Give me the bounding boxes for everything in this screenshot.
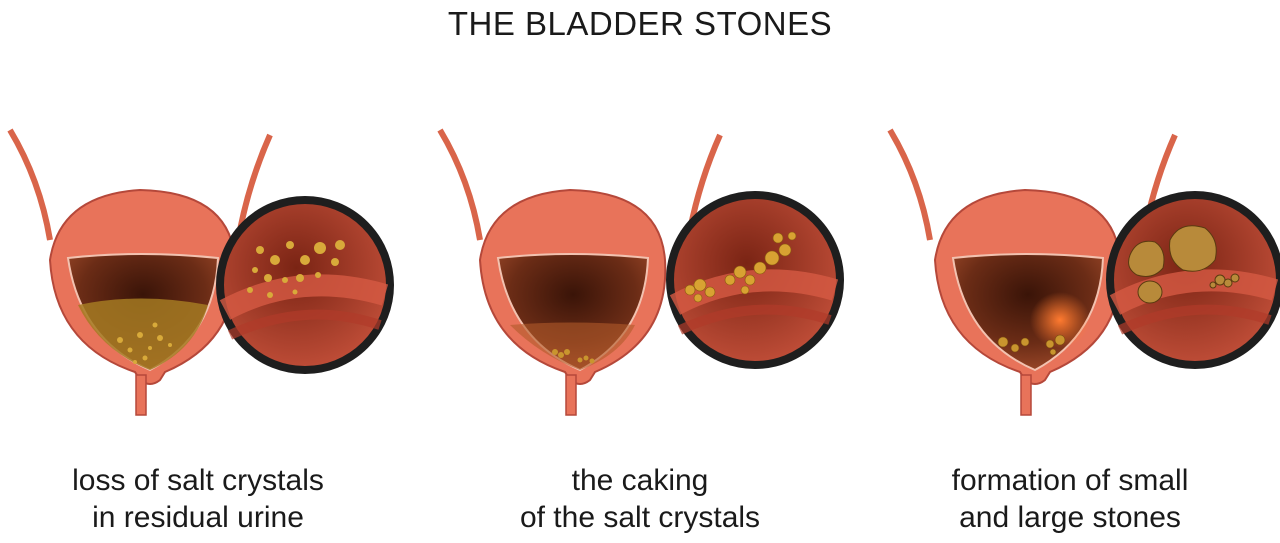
- ureter-right: [237, 133, 273, 231]
- page-title: THE BLADDER STONES: [447, 5, 833, 42]
- caption-caking: the caking of the salt crystals: [430, 462, 850, 536]
- caption-line: and large stones: [959, 501, 1181, 534]
- caption-line: the caking: [571, 464, 709, 497]
- caption-line: loss of salt crystals: [72, 464, 324, 497]
- ureter-left: [7, 128, 53, 241]
- bladder-illustration-1: [7, 128, 394, 416]
- bladder-illustration-3: [887, 128, 1280, 416]
- residual-urine: [78, 298, 208, 370]
- caption-line: of the salt crystals: [519, 501, 761, 534]
- urethra: [135, 374, 147, 416]
- panel-crystals: [0, 120, 420, 420]
- caption-line: in residual urine: [92, 501, 304, 534]
- bladder-illustration-2: [437, 128, 844, 416]
- panel-caking: [430, 120, 850, 420]
- panel-stones: [870, 120, 1280, 420]
- caption-crystals: loss of salt crystals in residual urine: [0, 462, 408, 536]
- caption-stones: formation of small and large stones: [860, 462, 1280, 536]
- caption-line: formation of small: [951, 464, 1189, 497]
